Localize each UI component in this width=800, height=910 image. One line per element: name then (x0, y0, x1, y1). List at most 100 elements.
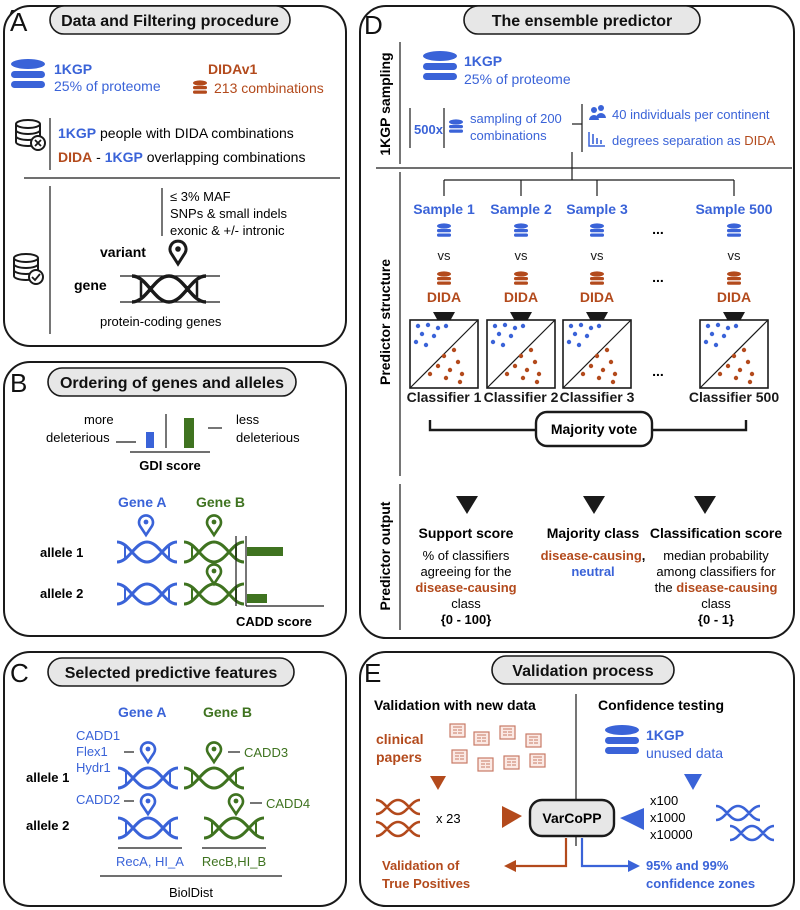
c-cadd4: CADD4 (266, 796, 310, 811)
majority-vote-box (534, 410, 654, 448)
b-more: more (84, 412, 114, 427)
b-cadd-bar-2 (247, 594, 267, 603)
e-conf-1: 95% and 99% (646, 858, 729, 873)
red-dot (717, 371, 723, 377)
database-icon (514, 223, 528, 237)
varcopp-box (528, 798, 616, 838)
database-icon (193, 80, 207, 94)
panel-b: Ordering of genes and alleles B more del… (3, 361, 347, 637)
d-degrees-dida: DIDA (744, 133, 775, 148)
panel-e-title: Validation process (512, 663, 653, 680)
b-gene-a: Gene A (118, 494, 167, 510)
a-filter1-text: people with DIDA combinations (96, 125, 294, 141)
red-dot (435, 363, 441, 369)
e-x23: x 23 (436, 811, 461, 826)
d-majority-l2: neutral (571, 564, 614, 579)
blue-dot (423, 342, 429, 348)
panel-b-letter: B (10, 368, 27, 398)
database-icon (514, 271, 528, 285)
a-maf: ≤ 3% MAF (170, 189, 231, 204)
blue-dot (572, 331, 578, 337)
b-allele-1: allele 1 (40, 545, 83, 560)
database-icon (727, 271, 741, 285)
e-val-tp-1: Validation of (382, 858, 460, 873)
blue-dot (492, 323, 498, 329)
red-dot (536, 371, 542, 377)
red-dot (747, 379, 753, 385)
red-dot (610, 379, 616, 385)
red-dot (447, 367, 453, 373)
blue-dot (413, 339, 419, 345)
red-dot (741, 347, 747, 353)
vs-label: vs (438, 248, 452, 263)
d-side-structure: Predictor structure (377, 259, 393, 385)
e-kgp: 1KGP (646, 727, 684, 743)
blue-dot (721, 333, 727, 339)
b-deleterious-right: deleterious (236, 430, 300, 445)
red-dot (459, 371, 465, 377)
blue-dot (512, 325, 518, 331)
red-dot (524, 367, 530, 373)
d-ellipsis-1: ... (652, 221, 664, 237)
d-support-l2: agreeing for the (420, 564, 511, 579)
red-dot (608, 359, 614, 365)
blue-dot (566, 339, 572, 345)
panel-c: Selected predictive features C Gene A Ge… (3, 651, 347, 907)
b-allele-2: allele 2 (40, 586, 83, 601)
e-x10000: x10000 (650, 827, 693, 842)
a-gene-label: gene (74, 277, 107, 293)
database-icon (590, 271, 604, 285)
database-icon (437, 223, 451, 237)
red-dot (749, 371, 755, 377)
c-allele-1: allele 1 (26, 770, 69, 785)
c-gene-b: Gene B (203, 704, 252, 720)
c-flex1: Flex1 (76, 744, 108, 759)
blue-dot (733, 323, 739, 329)
blue-dot (568, 323, 574, 329)
a-filter1-kgp: 1KGP (58, 125, 96, 141)
blue-dot (502, 322, 508, 328)
blue-dot (578, 322, 584, 328)
dida-label: DIDA (504, 289, 538, 305)
bar-chart-icon (588, 132, 605, 147)
blue-dot (419, 331, 425, 337)
e-unused: unused data (646, 745, 723, 761)
panel-c-title: Selected predictive features (65, 665, 278, 682)
e-x1000: x1000 (650, 810, 685, 825)
red-dot (580, 371, 586, 377)
vs-label: vs (591, 248, 605, 263)
sample-label: Sample 2 (490, 201, 552, 217)
e-conf-test: Confidence testing (598, 697, 724, 713)
database-x-icon (15, 119, 46, 151)
a-combinations-label: 213 combinations (214, 80, 324, 96)
red-dot (528, 347, 534, 353)
blue-dot (705, 323, 711, 329)
red-dot (441, 353, 447, 359)
blue-dot (443, 323, 449, 329)
d-ellipsis-3: ... (652, 363, 664, 379)
panel-d-title: The ensemble predictor (492, 13, 673, 30)
c-cadd3: CADD3 (244, 745, 288, 760)
red-dot (512, 363, 518, 369)
blue-dot (596, 323, 602, 329)
d-side-output: Predictor output (377, 501, 393, 610)
database-icon (605, 725, 639, 754)
database-check-icon (13, 253, 44, 285)
classifier-label: Classifier 2 (484, 389, 559, 405)
e-varcopp: VarCoPP (542, 810, 601, 826)
red-dot (451, 347, 457, 353)
d-class-l2: among classifiers for (656, 564, 776, 579)
sample-label: Sample 1 (413, 201, 475, 217)
a-filter2-dida: DIDA (58, 149, 92, 165)
database-icon (590, 223, 604, 237)
panel-d-letter: D (364, 10, 383, 40)
red-dot (725, 363, 731, 369)
svg-text:DIDA - 1KGP overlapping combin: DIDA - 1KGP overlapping combinations (58, 149, 305, 165)
d-sampling-2: combinations (470, 128, 547, 143)
red-dot (455, 359, 461, 365)
c-cadd2: CADD2 (76, 792, 120, 807)
classifier-label: Classifier 500 (689, 389, 779, 405)
panel-e-letter: E (364, 658, 381, 688)
